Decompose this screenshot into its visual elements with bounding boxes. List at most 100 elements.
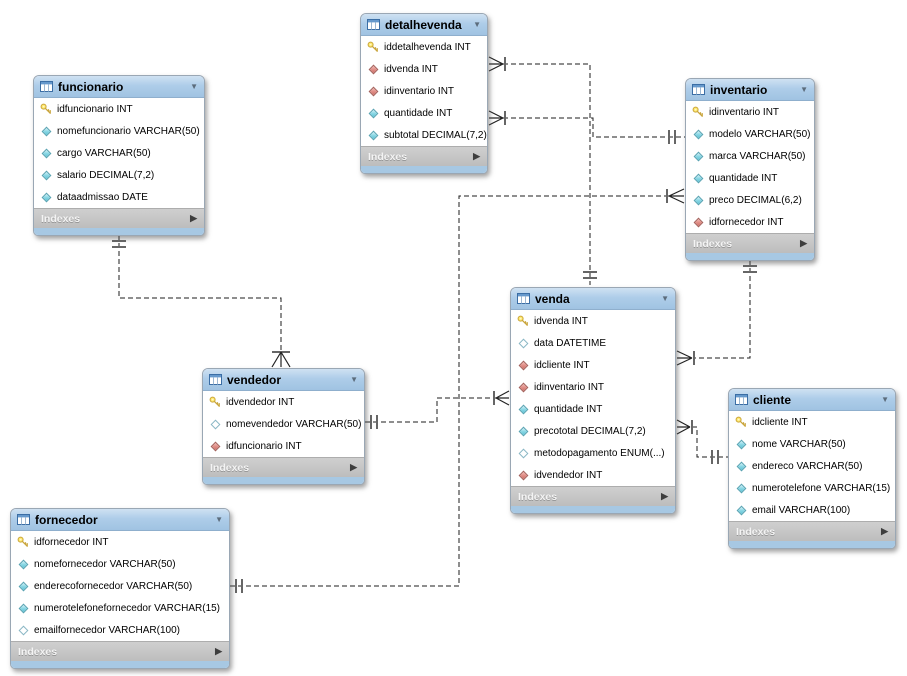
collapse-triangle-icon[interactable]: ▼ [190,81,198,91]
indexes-footer[interactable]: Indexes ▶ [511,486,675,506]
table-icon [17,514,30,525]
notnull-column-icon [735,460,747,472]
table-bottom-strip [11,661,229,668]
foreign-key-icon [367,63,379,75]
collapse-triangle-icon[interactable]: ▼ [800,84,808,94]
field-row[interactable]: idfuncionario INT [34,98,204,120]
field-row[interactable]: idvendedor INT [511,464,675,486]
field-text: email VARCHAR(100) [752,504,851,516]
expand-arrow-icon: ▶ [473,151,480,161]
field-row[interactable]: quantidade INT [511,398,675,420]
field-row[interactable]: marca VARCHAR(50) [686,145,814,167]
table-fornecedor[interactable]: fornecedor ▼ idfornecedor INT nomefornece… [10,508,230,669]
field-row[interactable]: nome VARCHAR(50) [729,433,895,455]
field-row[interactable]: idinventario INT [686,101,814,123]
field-row[interactable]: emailfornecedor VARCHAR(100) [11,619,229,641]
field-row[interactable]: nomevendedor VARCHAR(50) [203,413,364,435]
field-row[interactable]: idinventario INT [511,376,675,398]
expand-arrow-icon: ▶ [350,462,357,472]
field-row[interactable]: dataadmissao DATE [34,186,204,208]
indexes-footer[interactable]: Indexes ▶ [361,146,487,166]
notnull-column-icon [367,129,379,141]
field-row[interactable]: endereco VARCHAR(50) [729,455,895,477]
field-row[interactable]: idcliente INT [511,354,675,376]
field-row[interactable]: modelo VARCHAR(50) [686,123,814,145]
field-row[interactable]: idfuncionario INT [203,435,364,457]
indexes-footer[interactable]: Indexes ▶ [203,457,364,477]
field-text: quantidade INT [709,172,778,184]
field-row[interactable]: idfornecedor INT [11,531,229,553]
field-row[interactable]: idcliente INT [729,411,895,433]
collapse-triangle-icon[interactable]: ▼ [661,293,669,303]
field-row[interactable]: email VARCHAR(100) [729,499,895,521]
field-row[interactable]: nomefuncionario VARCHAR(50) [34,120,204,142]
table-header: funcionario ▼ [34,76,204,98]
field-text: idinventario INT [709,106,780,118]
collapse-triangle-icon[interactable]: ▼ [350,374,358,384]
field-text: idcliente INT [534,359,590,371]
field-row[interactable]: numerotelefone VARCHAR(15) [729,477,895,499]
indexes-footer[interactable]: Indexes ▶ [729,521,895,541]
indexes-footer[interactable]: Indexes ▶ [11,641,229,661]
table-bottom-strip [729,541,895,548]
field-row[interactable]: enderecofornecedor VARCHAR(50) [11,575,229,597]
field-row[interactable]: quantidade INT [361,102,487,124]
collapse-triangle-icon[interactable]: ▼ [881,394,889,404]
notnull-column-icon [40,191,52,203]
indexes-label: Indexes [368,150,408,163]
indexes-footer[interactable]: Indexes ▶ [686,233,814,253]
relationship-detalhevenda-inventario [503,117,685,138]
field-text: idvenda INT [384,63,438,75]
crow-foot-prongs [271,56,693,435]
field-row[interactable]: nomefornecedor VARCHAR(50) [11,553,229,575]
field-row[interactable]: subtotal DECIMAL(7,2) [361,124,487,146]
field-row[interactable]: numerotelefonefornecedor VARCHAR(15) [11,597,229,619]
indexes-footer[interactable]: Indexes ▶ [34,208,204,228]
field-row[interactable]: idfornecedor INT [686,211,814,233]
table-header: inventario ▼ [686,79,814,101]
table-inventario[interactable]: inventario ▼ idinventario INT modelo VARC… [685,78,815,261]
table-header: fornecedor ▼ [11,509,229,531]
field-row[interactable]: idvenda INT [361,58,487,80]
field-text: idfornecedor INT [34,536,109,548]
table-header: detalhevenda ▼ [361,14,487,36]
table-header: cliente ▼ [729,389,895,411]
field-text: nomevendedor VARCHAR(50) [226,418,362,430]
table-detalhevenda[interactable]: detalhevenda ▼ iddetalhevenda INT idvenda… [360,13,488,174]
field-row[interactable]: precototal DECIMAL(7,2) [511,420,675,442]
relationship-funcionario-vendedor [118,235,282,352]
field-row[interactable]: idvenda INT [511,310,675,332]
field-text: idfuncionario INT [226,440,302,452]
primary-key-icon [209,396,221,408]
field-row[interactable]: metodopagamento ENUM(...) [511,442,675,464]
notnull-column-icon [17,602,29,614]
field-row[interactable]: preco DECIMAL(6,2) [686,189,814,211]
field-row[interactable]: iddetalhevenda INT [361,36,487,58]
field-text: idinventario INT [534,381,605,393]
foreign-key-icon [367,85,379,97]
field-text: numerotelefonefornecedor VARCHAR(15) [34,602,221,614]
field-row[interactable]: idinventario INT [361,80,487,102]
primary-key-icon [517,315,529,327]
collapse-triangle-icon[interactable]: ▼ [215,514,223,524]
field-row[interactable]: salario DECIMAL(7,2) [34,164,204,186]
primary-key-icon [367,41,379,53]
collapse-triangle-icon[interactable]: ▼ [473,19,481,29]
field-text: data DATETIME [534,337,607,349]
field-row[interactable]: quantidade INT [686,167,814,189]
indexes-label: Indexes [693,237,733,250]
table-icon [209,374,222,385]
expand-arrow-icon: ▶ [661,491,668,501]
field-row[interactable]: cargo VARCHAR(50) [34,142,204,164]
field-row[interactable]: idvendedor INT [203,391,364,413]
indexes-label: Indexes [210,461,250,474]
notnull-column-icon [692,194,704,206]
field-text: emailfornecedor VARCHAR(100) [34,624,180,636]
primary-key-icon [735,416,747,428]
field-row[interactable]: data DATETIME [511,332,675,354]
cardinality-one-markers [112,130,757,593]
